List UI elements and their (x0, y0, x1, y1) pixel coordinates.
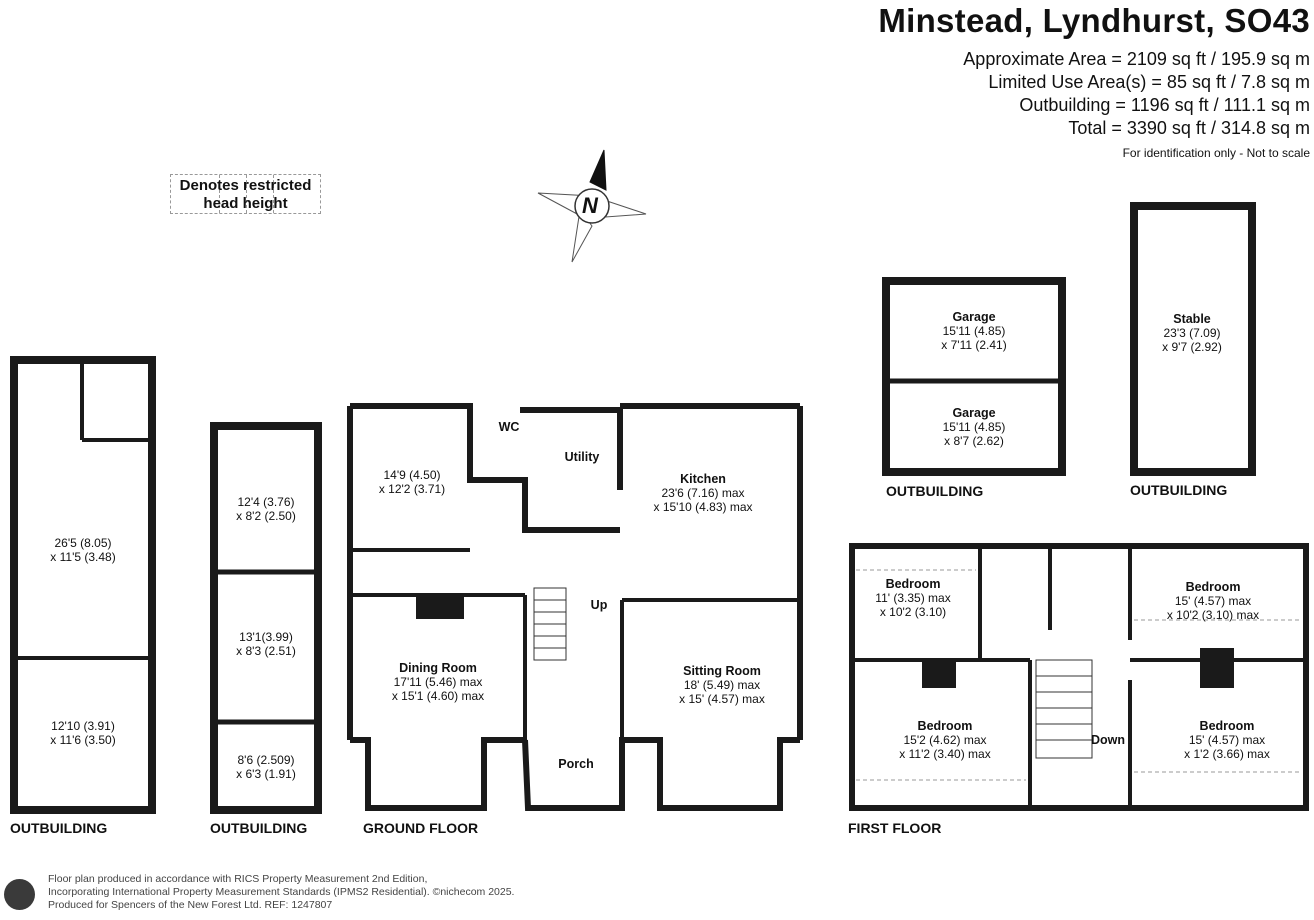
page-title: Minstead, Lyndhurst, SO43 (878, 2, 1310, 39)
stairs-icon (533, 587, 1093, 759)
legend-line-2: head height (203, 195, 288, 212)
section-first-floor: FIRST FLOOR (848, 820, 942, 836)
restricted-height-lines (856, 569, 1302, 781)
compass-letter: N (582, 193, 598, 218)
stairs-up-label: Up (590, 598, 608, 612)
room-ob1-bottom: 12'10 (3.91)x 11'6 (3.50) (50, 719, 116, 747)
room-wc: WC (498, 420, 520, 434)
section-outbuilding-1: OUTBUILDING (10, 820, 108, 836)
area-approximate: Approximate Area = 2109 sq ft / 195.9 sq… (963, 49, 1310, 69)
area-summary: Approximate Area = 2109 sq ft / 195.9 sq… (963, 48, 1310, 140)
section-outbuilding-garage: OUTBUILDING (886, 483, 984, 499)
outbuilding-1-walls (10, 356, 156, 814)
legend-line-1: Denotes restricted (179, 177, 312, 194)
area-outbuilding: Outbuilding = 1196 sq ft / 111.1 sq m (1019, 95, 1310, 115)
restricted-height-legend: Denotes restricted head height (170, 174, 321, 214)
scale-note: For identification only - Not to scale (1122, 146, 1310, 160)
room-garage-1: Garage 15'11 (4.85)x 7'11 (2.41) (941, 310, 1007, 352)
room-ob1-top: 26'5 (8.05)x 11'5 (3.48) (50, 536, 116, 564)
room-ground-front: 14'9 (4.50)x 12'2 (3.71) (378, 468, 446, 496)
outbuilding-2-walls (210, 422, 322, 814)
room-stable: Stable 23'3 (7.09)x 9'7 (2.92) (1162, 312, 1222, 354)
section-outbuilding-2: OUTBUILDING (210, 820, 308, 836)
area-total: Total = 3390 sq ft / 314.8 sq m (1068, 118, 1310, 138)
section-ground-floor: GROUND FLOOR (363, 820, 479, 836)
compass-icon (537, 149, 647, 263)
section-outbuilding-stable: OUTBUILDING (1130, 482, 1228, 498)
stairs-down-label: Down (1090, 733, 1126, 747)
room-ob2-top: 12'4 (3.76)x 8'2 (2.50) (236, 495, 296, 523)
area-limited-use: Limited Use Area(s) = 85 sq ft / 7.8 sq … (988, 72, 1310, 92)
room-garage-2: Garage 15'11 (4.85)x 8'7 (2.62) (942, 406, 1006, 448)
stable-outbuilding-walls (1130, 202, 1256, 476)
footer-text: Floor plan produced in accordance with R… (48, 873, 515, 911)
ground-floor-walls (347, 403, 803, 811)
garage-outbuilding-walls (882, 277, 1066, 476)
room-utility: Utility (564, 450, 600, 464)
room-ob2-mid: 13'1(3.99)x 8'3 (2.51) (236, 630, 296, 658)
room-porch: Porch (558, 757, 594, 771)
room-ob2-bottom: 8'6 (2.509)x 6'3 (1.91) (236, 753, 296, 781)
nichecom-logo-icon (4, 879, 35, 910)
